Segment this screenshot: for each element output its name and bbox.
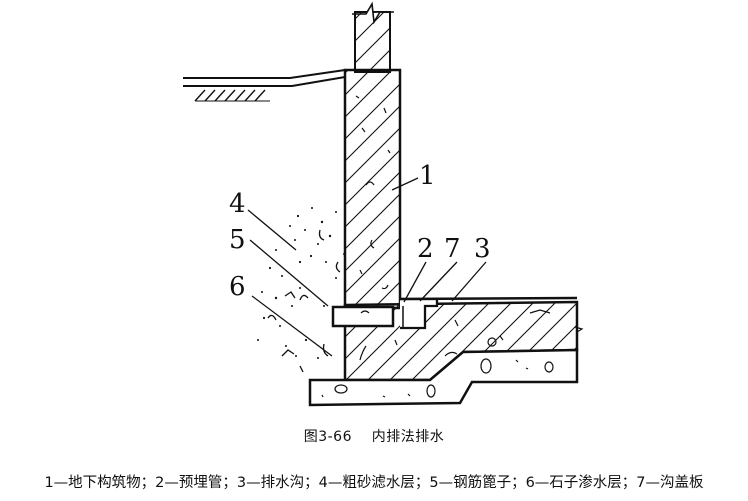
callout-7: 7 — [444, 234, 461, 264]
callout-3: 3 — [474, 234, 491, 264]
legend: 1—地下构筑物；2—预埋管；3—排水沟；4—粗砂滤水层；5—钢筋篦子；6—石子渗… — [44, 475, 704, 491]
upper-wall — [352, 1, 394, 73]
callout-4: 4 — [229, 189, 246, 219]
callout-6: 6 — [229, 272, 246, 302]
drain-trench — [331, 305, 395, 328]
gravel-seepage-layer — [308, 337, 579, 407]
soil-symbol — [194, 89, 270, 102]
figure-number: 图3-66 — [303, 429, 352, 445]
drainage-section-drawing: 1 2 7 3 4 5 6 — [183, 1, 584, 407]
grate-pebbles — [267, 229, 341, 373]
callout-1: 1 — [419, 161, 436, 191]
figure-title: 内排法排水 — [371, 429, 445, 445]
structure-wall — [343, 68, 402, 310]
leader-lines — [247, 177, 487, 357]
figure-caption: 图3-66 内排法排水 — [0, 426, 748, 446]
callout-5: 5 — [229, 225, 246, 255]
slab-top-strip — [399, 296, 578, 301]
sand-filter-layer — [257, 207, 345, 359]
ground-surface — [183, 69, 346, 87]
callout-2: 2 — [417, 234, 434, 264]
